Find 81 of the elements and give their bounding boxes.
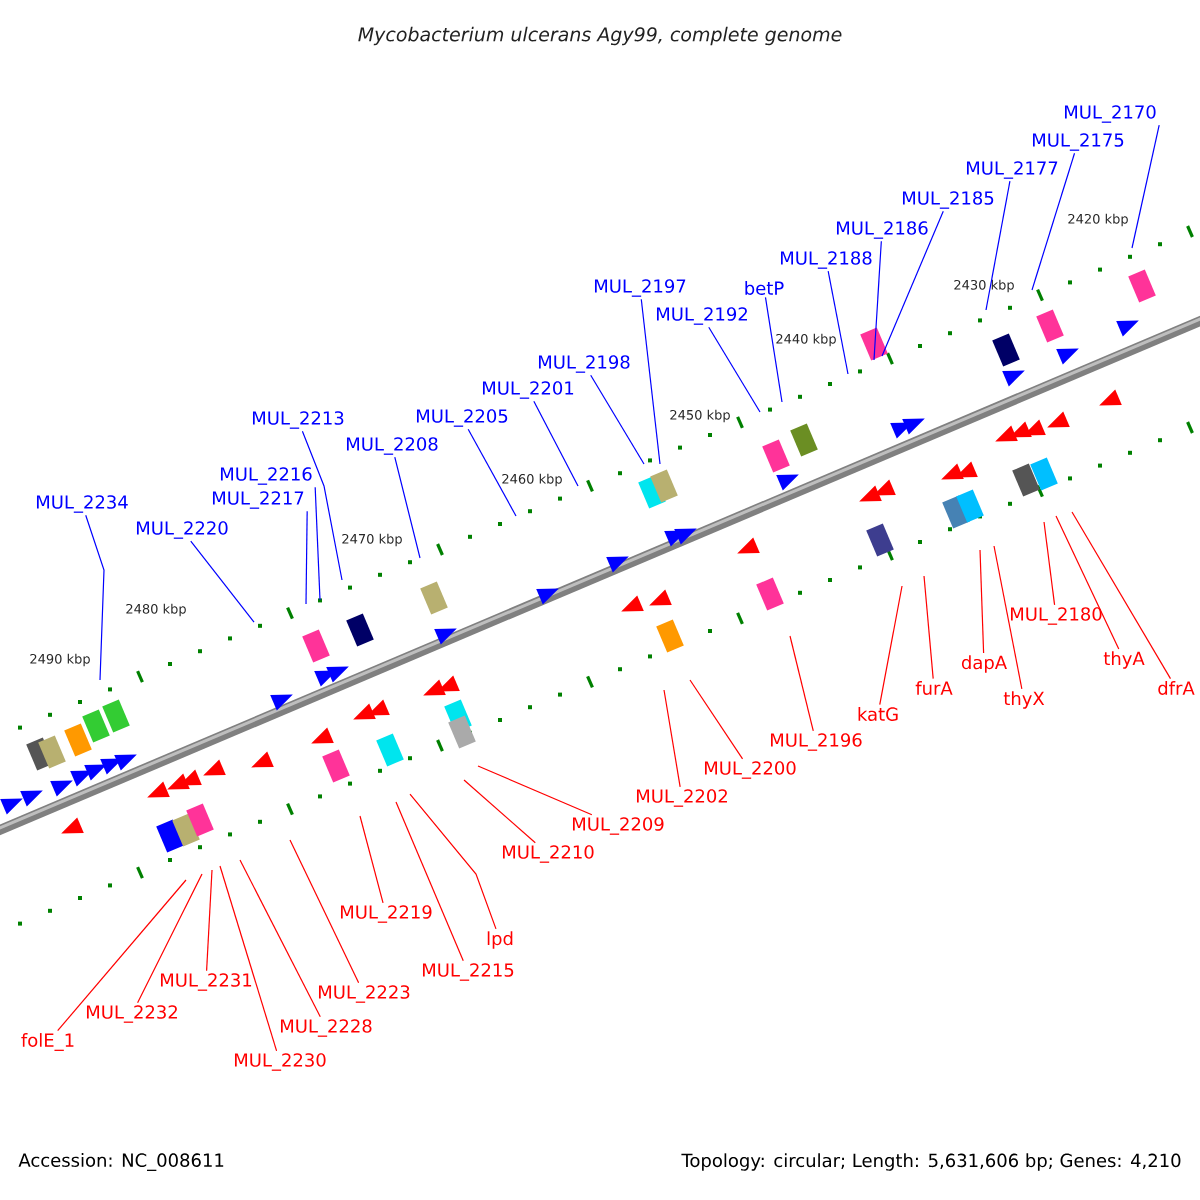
gene-label: MUL_2201 bbox=[483, 381, 574, 399]
leader-line bbox=[1043, 521, 1056, 606]
gene-label: MUL_2205 bbox=[417, 409, 508, 427]
leader-line bbox=[137, 873, 203, 1004]
gene-label: MUL_2198 bbox=[539, 355, 630, 373]
gene-label: MUL_2223 bbox=[319, 985, 410, 1003]
leader-line bbox=[57, 879, 187, 1032]
leader-line bbox=[590, 374, 645, 465]
gene-label: MUL_2197 bbox=[595, 279, 686, 297]
gene-label: betP bbox=[745, 281, 784, 295]
leader-line bbox=[1131, 124, 1160, 249]
gene-label: folE_1 bbox=[21, 1033, 74, 1051]
leader-line bbox=[395, 801, 464, 962]
leader-line bbox=[979, 549, 985, 654]
gene-label: MUL_2230 bbox=[235, 1053, 326, 1071]
gene-label: MUL_2231 bbox=[161, 973, 252, 991]
gene-label: MUL_2217 bbox=[213, 491, 304, 509]
leader-line bbox=[463, 779, 536, 844]
gene-label: MUL_2196 bbox=[771, 733, 862, 751]
leader-line bbox=[689, 679, 744, 760]
leader-line bbox=[1031, 152, 1076, 291]
gene-label: MUL_2213 bbox=[253, 411, 344, 429]
gene-label: MUL_2208 bbox=[347, 437, 438, 455]
gene-label: MUL_2177 bbox=[967, 161, 1058, 179]
leader-line bbox=[467, 428, 517, 517]
gene-label: MUL_2186 bbox=[837, 221, 928, 239]
gene-label: MUL_2209 bbox=[573, 817, 664, 835]
leader-line bbox=[239, 859, 321, 1018]
gene-label: MUL_2228 bbox=[281, 1019, 372, 1037]
leader-line bbox=[764, 296, 783, 403]
gene-label: MUL_2219 bbox=[341, 905, 432, 923]
leader-line bbox=[1055, 515, 1120, 650]
leader-line bbox=[789, 635, 814, 732]
leader-line bbox=[359, 815, 384, 904]
gene-label: MUL_2188 bbox=[781, 251, 872, 269]
leader-line bbox=[314, 486, 321, 601]
gene-label: MUL_2185 bbox=[903, 191, 994, 209]
leader-line bbox=[301, 430, 343, 581]
gene-label: MUL_2234 bbox=[37, 495, 128, 513]
leader-line bbox=[640, 298, 661, 465]
leader-line bbox=[923, 575, 934, 680]
gene-label: MUL_2216 bbox=[221, 467, 312, 485]
leader-line bbox=[873, 240, 882, 361]
leader-line bbox=[708, 326, 761, 413]
leader-line bbox=[881, 210, 944, 357]
leader-line bbox=[409, 793, 497, 930]
gene-label: furA bbox=[915, 681, 953, 695]
leader-line bbox=[663, 689, 681, 788]
leader-line bbox=[305, 510, 308, 605]
gene-label: MUL_2215 bbox=[423, 963, 514, 981]
leader-line bbox=[206, 869, 213, 972]
leader-line bbox=[477, 765, 593, 816]
leader-line bbox=[289, 839, 360, 984]
leader-line bbox=[394, 456, 421, 559]
leader-line bbox=[985, 180, 1011, 311]
gene-label: thyA bbox=[1103, 651, 1145, 669]
gene-label: MUL_2220 bbox=[137, 521, 228, 539]
leader-line bbox=[533, 400, 579, 487]
gene-label: MUL_2232 bbox=[87, 1005, 177, 1023]
gene-label: MUL_2210 bbox=[503, 845, 594, 863]
gene-label: dapA bbox=[961, 655, 1007, 673]
footer-text: Accession: NC_008611 bbox=[18, 1153, 224, 1171]
gene-label: MUL_2180 bbox=[1011, 607, 1102, 625]
gene-label: dfrA bbox=[1158, 681, 1195, 695]
footer-text: Topology: circular; Length: 5,631,606 bp; Genes: 4,210 bbox=[681, 1153, 1181, 1171]
leader-line bbox=[1071, 511, 1172, 680]
title: Mycobacterium ulcerans Agy99, complete genome bbox=[358, 26, 842, 46]
gene-label: MUL_2200 bbox=[705, 761, 796, 779]
gene-label: MUL_2175 bbox=[1033, 133, 1124, 151]
gene-label: MUL_2192 bbox=[657, 307, 747, 325]
gene-label: lpd bbox=[487, 931, 513, 949]
gene-label: thyX bbox=[1003, 691, 1045, 709]
gene-label: MUL_2170 bbox=[1065, 105, 1156, 123]
leader-line bbox=[827, 270, 849, 375]
leader-line bbox=[85, 514, 105, 681]
gene-label: katG bbox=[858, 707, 898, 721]
gene-label: MUL_2202 bbox=[637, 789, 727, 807]
leader-line bbox=[993, 545, 1023, 690]
leader-line bbox=[219, 865, 278, 1052]
leader-line bbox=[879, 585, 903, 706]
leader-line bbox=[190, 540, 255, 623]
